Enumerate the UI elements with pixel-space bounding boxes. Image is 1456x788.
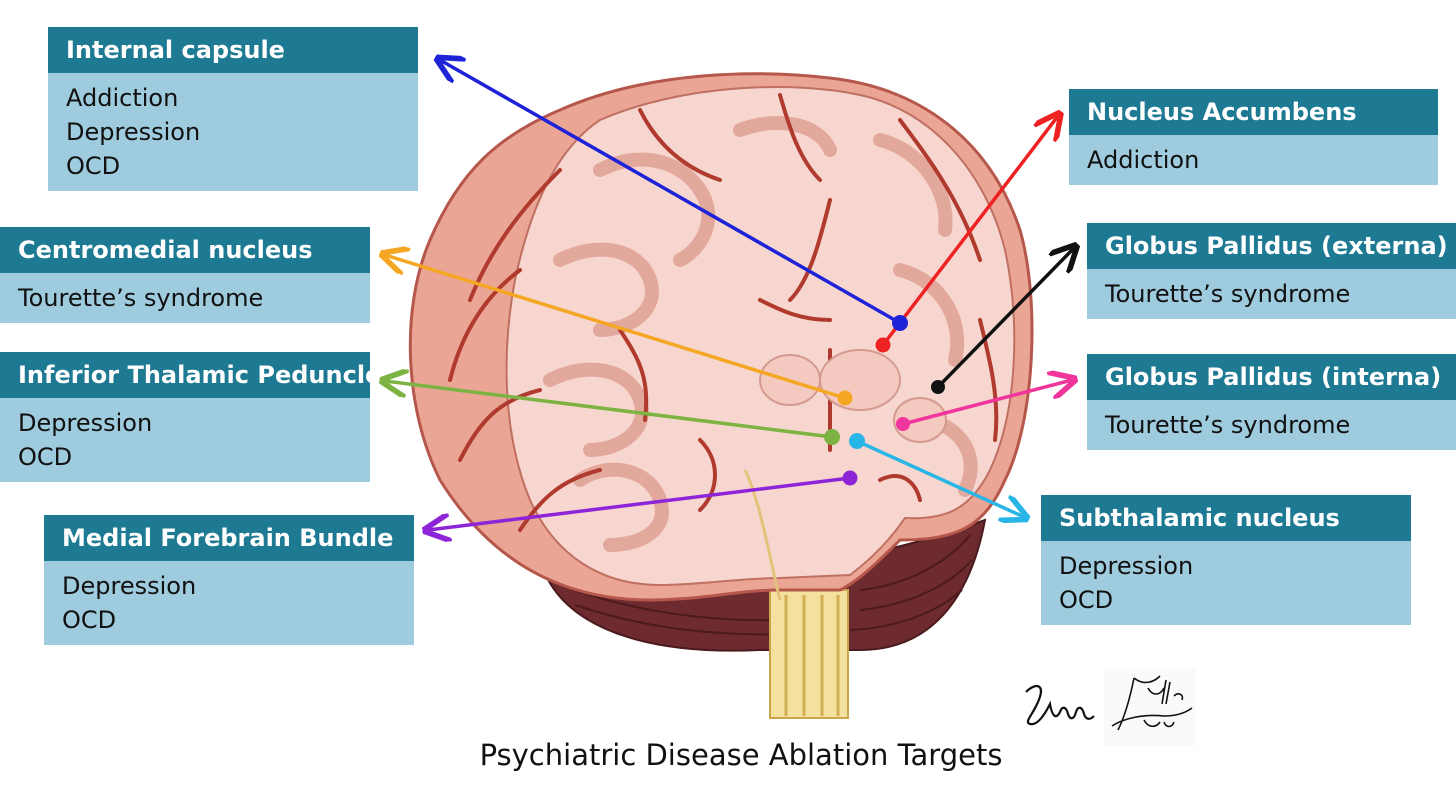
coronal-cut-surface (505, 86, 1016, 587)
label-item: Depression (1059, 552, 1194, 580)
label-globus-pallidus-externa: Globus Pallidus (externa) Tourette’s syn… (1087, 223, 1456, 319)
label-nucleus-accumbens: Nucleus Accumbens Addiction (1069, 89, 1438, 185)
label-item: Addiction (66, 84, 179, 112)
label-subthalamic-nucleus: Subthalamic nucleus Depression OCD (1041, 495, 1411, 625)
label-title: Globus Pallidus (externa) (1087, 223, 1456, 269)
brain-stem (769, 589, 849, 719)
target-dot-centromedial (837, 390, 853, 406)
label-title: Globus Pallidus (interna) (1087, 354, 1456, 400)
label-globus-pallidus-interna: Globus Pallidus (interna) Tourette’s syn… (1087, 354, 1456, 450)
leader-centromedial (385, 255, 846, 400)
label-item: OCD (18, 443, 73, 471)
target-dot-mfb (842, 470, 858, 486)
label-internal-capsule: Internal capsule Addiction Depression OC… (48, 27, 418, 191)
signature-1 (1025, 684, 1095, 726)
label-title: Nucleus Accumbens (1069, 89, 1438, 135)
label-title: Internal capsule (48, 27, 418, 73)
label-title: Subthalamic nucleus (1041, 495, 1411, 541)
target-dot-gpi (896, 417, 910, 431)
label-title: Centromedial nucleus (0, 227, 370, 273)
label-item: Depression (66, 118, 201, 146)
target-dot-stn (849, 433, 865, 449)
leader-gpi (902, 380, 1072, 426)
label-medial-forebrain-bundle: Medial Forebrain Bundle Depression OCD (44, 515, 414, 645)
target-dot-gpe (931, 380, 945, 394)
label-item: OCD (1059, 586, 1114, 614)
label-item: Tourette’s syndrome (1105, 280, 1351, 308)
label-item: Addiction (1087, 146, 1200, 174)
leader-itp (385, 381, 833, 439)
diagram-caption: Psychiatric Disease Ablation Targets (479, 738, 1003, 772)
label-item: OCD (62, 606, 117, 634)
leader-internal-capsule (440, 60, 901, 325)
target-dot-itp (824, 429, 840, 445)
leader-gpe (936, 248, 1074, 389)
target-dot-nacc (875, 337, 891, 353)
leader-mfb (428, 476, 851, 530)
label-title: Inferior Thalamic Peduncle (0, 352, 381, 398)
target-dot-internal-capsule (892, 315, 908, 331)
signature-2 (1104, 668, 1196, 746)
label-item: Tourette’s syndrome (1105, 411, 1351, 439)
leader-stn (856, 439, 1024, 517)
label-item: OCD (66, 152, 121, 180)
label-item: Tourette’s syndrome (18, 284, 264, 312)
label-item: Depression (18, 409, 153, 437)
label-title: Medial Forebrain Bundle (44, 515, 414, 561)
label-centromedial-nucleus: Centromedial nucleus Tourette’s syndrome (0, 227, 370, 323)
leader-nacc (881, 116, 1058, 347)
label-item: Depression (62, 572, 197, 600)
label-inferior-thalamic-peduncle: Inferior Thalamic Peduncle Depression OC… (0, 352, 381, 482)
